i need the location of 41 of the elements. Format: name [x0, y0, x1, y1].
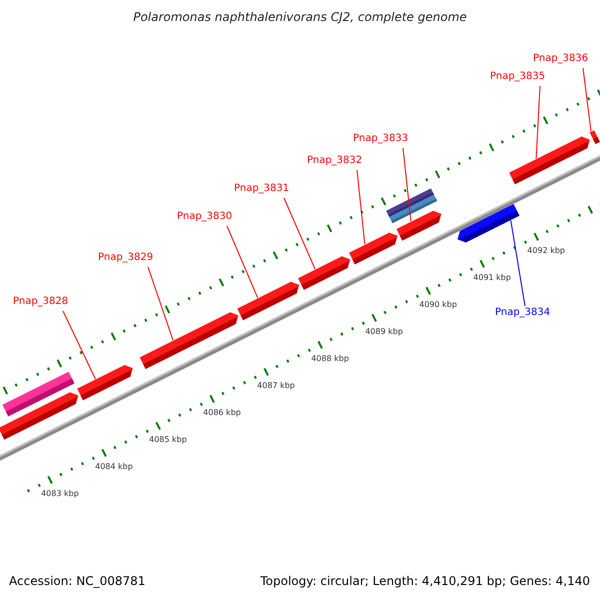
gene-label: Pnap_3828 [13, 296, 68, 307]
gene-label: Pnap_3829 [98, 252, 154, 263]
gene-block [458, 204, 520, 242]
leader-line [402, 148, 412, 222]
gene-label: Pnap_3833 [353, 133, 408, 144]
scale-label: 4087 kbp [257, 380, 295, 390]
scale-label: 4086 kbp [203, 408, 241, 417]
leader-line [226, 226, 258, 298]
gene-block [0, 392, 78, 440]
gene-block [77, 364, 133, 400]
gene-label: Pnap_3832 [307, 155, 362, 166]
gene-label: Pnap_3836 [533, 53, 588, 64]
gene-label: Pnap_3834 [495, 307, 550, 318]
gene-block [140, 312, 238, 369]
scale-label: 4091 kbp [473, 272, 511, 282]
leader-line [148, 266, 174, 341]
leader-line [356, 170, 366, 245]
scale-label: 4088 kbp [311, 354, 349, 363]
gene-block [349, 232, 398, 264]
gene-block [396, 210, 442, 241]
gene-label: Pnap_3831 [234, 183, 290, 194]
leader-line [62, 310, 96, 380]
scale-label: 4083 kbp [41, 488, 79, 498]
scale-label: 4090 kbp [419, 300, 457, 309]
accession-text: Accession: NC_008781 [9, 574, 146, 588]
gene-label: Pnap_3830 [177, 211, 232, 222]
gene-block [237, 282, 300, 320]
genome-info-text: Topology: circular; Length: 4,410,291 bp; Genes: 4,140 [260, 574, 590, 588]
scale-label: 4092 kbp [527, 246, 565, 255]
leader-line [536, 86, 540, 160]
gene-block [298, 256, 350, 290]
leader-line [284, 198, 316, 270]
scale-label: 4084 kbp [95, 462, 133, 471]
leader-line [510, 220, 526, 306]
gene-block [509, 136, 590, 184]
title: Polaromonas naphthalenivorans CJ2, complete genome [132, 10, 468, 24]
scale-label: 4085 kbp [149, 434, 187, 444]
leader-line [582, 68, 592, 132]
gene-label: Pnap_3835 [490, 71, 546, 82]
scale-label: 4089 kbp [365, 326, 403, 336]
gene-block [590, 130, 600, 144]
